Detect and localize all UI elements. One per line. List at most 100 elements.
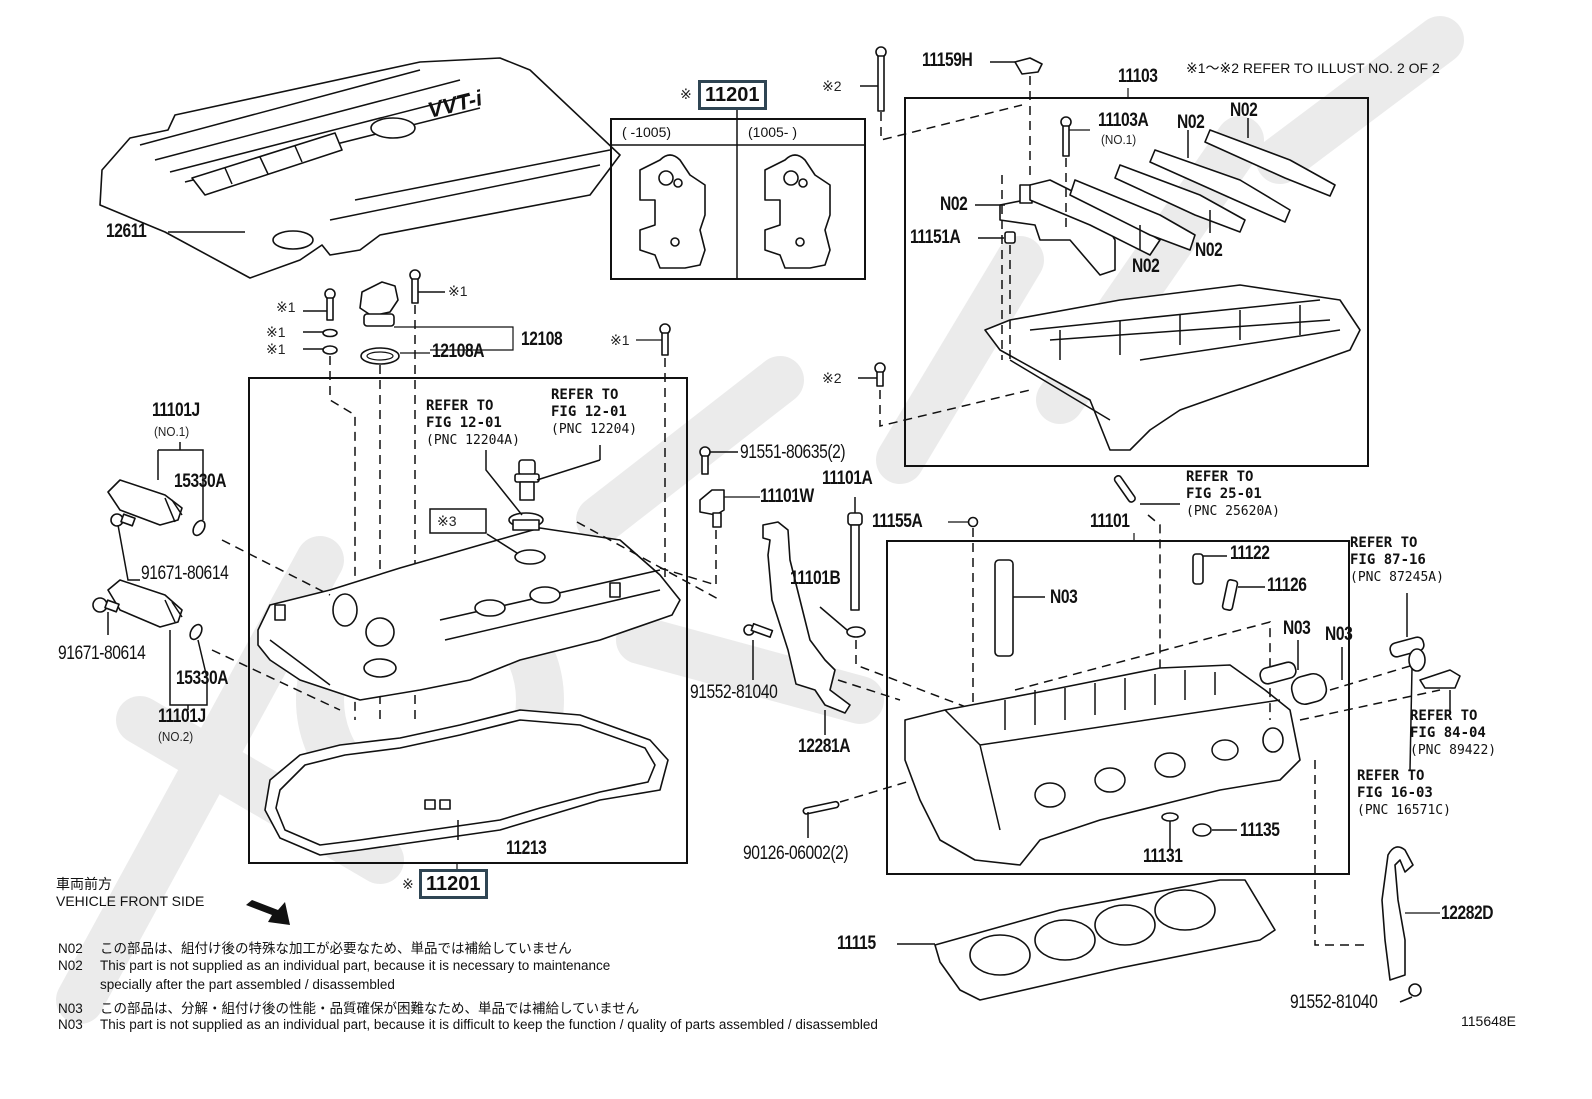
part-label-11213[interactable]: 11213 bbox=[506, 838, 547, 859]
part-label-12282D[interactable]: 12282D bbox=[1441, 903, 1494, 924]
part-label-n03-b[interactable]: N03 bbox=[1283, 618, 1311, 639]
part-label-91552-81040-b[interactable]: 91552-81040 bbox=[1290, 992, 1378, 1013]
group-box-11103 bbox=[904, 97, 1369, 467]
mark-1-bolt-right: ※1 bbox=[610, 332, 630, 348]
part-label-15330A-no1[interactable]: 15330A bbox=[174, 471, 227, 492]
outside-parts-right bbox=[1389, 593, 1461, 771]
bolt-m2-top bbox=[860, 46, 1023, 141]
engine-hanger-12281A bbox=[743, 521, 901, 735]
part-label-90126-06002[interactable]: 90126-06002(2) bbox=[743, 843, 849, 864]
part-link-11201-bottom[interactable]: 11201 bbox=[419, 869, 488, 899]
mark-1-washer-b: ※1 bbox=[266, 341, 286, 357]
part-label-91671-80614-b[interactable]: 91671-80614 bbox=[58, 643, 146, 664]
part-label-n02-e[interactable]: N02 bbox=[1195, 240, 1223, 261]
part-label-11115[interactable]: 11115 bbox=[837, 933, 876, 954]
part-label-11101W[interactable]: 11101W bbox=[760, 486, 814, 507]
mark-11201-top: ※ bbox=[680, 86, 692, 102]
mark-2-bolt-top: ※2 bbox=[822, 78, 842, 94]
part-label-11126[interactable]: 11126 bbox=[1267, 575, 1307, 596]
mark-11201-bottom: ※ bbox=[402, 876, 414, 892]
cylinder-head-cover-11201 bbox=[257, 527, 681, 701]
part-label-11159H[interactable]: 11159H bbox=[922, 50, 973, 71]
guide-line bbox=[1314, 760, 1370, 946]
variant-column-late: (1005- ) bbox=[748, 124, 798, 140]
part-label-n03-c[interactable]: N03 bbox=[1325, 624, 1353, 645]
gasket-11213 bbox=[264, 709, 669, 856]
cylinder-head-11101 bbox=[904, 664, 1301, 866]
part-label-11131[interactable]: 11131 bbox=[1143, 846, 1183, 867]
part-label-12108A[interactable]: 12108A bbox=[432, 341, 485, 362]
part-label-91551-80635[interactable]: 91551-80635(2) bbox=[740, 442, 846, 463]
part-label-11151A[interactable]: 11151A bbox=[910, 227, 961, 248]
part-label-n02-d[interactable]: N02 bbox=[1132, 256, 1160, 277]
engine-cover-12611: VVT-i bbox=[99, 57, 621, 279]
part-label-11135[interactable]: 11135 bbox=[1240, 820, 1280, 841]
part-label-11155A[interactable]: 11155A bbox=[872, 511, 923, 532]
bolt-m2-mid bbox=[858, 362, 1031, 427]
part-label-91671-80614-a[interactable]: 91671-80614 bbox=[141, 563, 229, 584]
part-label-12281A[interactable]: 12281A bbox=[798, 736, 851, 757]
camshaft-housing-11103 bbox=[984, 284, 1361, 451]
part-label-n02-c[interactable]: N02 bbox=[1230, 100, 1258, 121]
dowel-11151A bbox=[978, 175, 1016, 360]
variant-column-early: ( -1005) bbox=[622, 124, 672, 140]
stud-25620A bbox=[1113, 474, 1180, 720]
guide-line bbox=[211, 649, 341, 711]
part-label-12108[interactable]: 12108 bbox=[521, 329, 563, 350]
variant-table bbox=[610, 106, 866, 280]
part-label-11103[interactable]: 11103 bbox=[1118, 66, 1158, 87]
figure-id: 115648E bbox=[1461, 1013, 1517, 1029]
part-label-11101A[interactable]: 11101A bbox=[822, 468, 873, 489]
stud-90126 bbox=[802, 777, 921, 838]
bolt-11101A bbox=[819, 497, 1001, 721]
mark-1-bolt-left: ※1 bbox=[276, 299, 296, 315]
vehicle-front-arrow bbox=[246, 900, 290, 925]
note-n02-en-cont: specially after the part assembled / dis… bbox=[100, 977, 395, 992]
part-label-12611[interactable]: 12611 bbox=[106, 221, 147, 242]
oil-control-valve-no1 bbox=[107, 442, 206, 581]
vehicle-front-label-jp: 車両前方 bbox=[56, 876, 112, 892]
oil-control-valve-no2 bbox=[92, 579, 208, 710]
mark-1-washer-a: ※1 bbox=[266, 324, 286, 340]
part-label-11101[interactable]: 11101 bbox=[1090, 511, 1130, 532]
group-box-11101 bbox=[886, 540, 1350, 875]
mark-2-bolt-mid: ※2 bbox=[822, 370, 842, 386]
bolt-11103A bbox=[1060, 116, 1090, 230]
part-label-n03-a[interactable]: N03 bbox=[1050, 587, 1078, 608]
part-label-15330A-no2[interactable]: 15330A bbox=[176, 668, 229, 689]
part-sublabel-11103A: (NO.1) bbox=[1101, 132, 1137, 147]
engine-hanger-12282D bbox=[1381, 846, 1440, 1003]
cam-position-sensor-11101W bbox=[659, 446, 760, 587]
plug-11155A bbox=[948, 516, 979, 720]
plugs-n03 bbox=[1259, 640, 1441, 721]
part-label-n02-b[interactable]: N02 bbox=[1177, 112, 1205, 133]
mark-1-bolt-center: ※1 bbox=[448, 283, 468, 299]
part-label-11101J-no2[interactable]: 11101J bbox=[158, 706, 206, 727]
part-label-n02-a[interactable]: N02 bbox=[940, 194, 968, 215]
washers-11131-11135 bbox=[1161, 812, 1237, 850]
valve-guides bbox=[994, 553, 1271, 720]
group-box-11201 bbox=[248, 377, 688, 864]
part-label-11101J-no1[interactable]: 11101J bbox=[152, 400, 200, 421]
part-label-11122[interactable]: 11122 bbox=[1230, 543, 1270, 564]
part-label-11101B[interactable]: 11101B bbox=[790, 568, 841, 589]
guide-line bbox=[576, 521, 721, 601]
part-label-11103A[interactable]: 11103A bbox=[1098, 110, 1149, 131]
part-sublabel-11101J-no2: (NO.2) bbox=[158, 729, 194, 744]
header-note: ※1～※2 REFER TO ILLUST NO. 2 OF 2 bbox=[1186, 60, 1440, 76]
vehicle-front-label-en: VEHICLE FRONT SIDE bbox=[56, 893, 205, 909]
part-label-91552-81040-a[interactable]: 91552-81040 bbox=[690, 682, 778, 703]
part-link-11201-top[interactable]: 11201 bbox=[698, 80, 767, 110]
